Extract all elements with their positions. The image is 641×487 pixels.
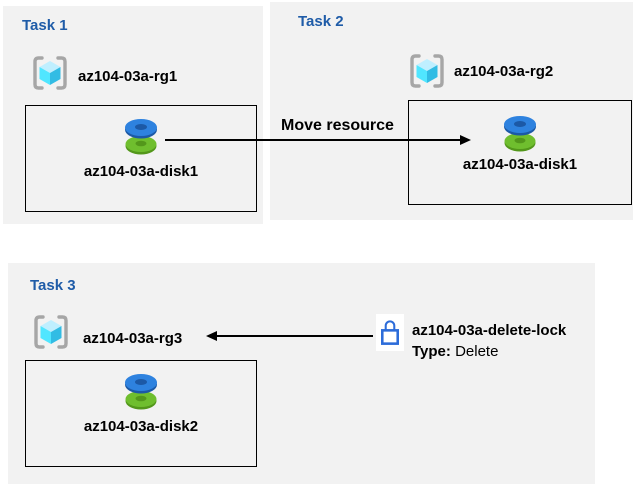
- move-resource-arrow-line: [165, 139, 461, 141]
- disk-icon: [504, 116, 536, 152]
- disk-label: az104-03a-disk1: [83, 163, 199, 180]
- task3-panel: Task 3 az104-03a-rg3 az104-03a-disk2: [8, 263, 595, 484]
- resource-group-icon: [410, 54, 444, 88]
- task3-resource-box: az104-03a-disk2: [25, 360, 257, 467]
- resource-group-label: az104-03a-rg1: [78, 68, 178, 85]
- task1-panel: Task 1 az104-03a-rg1 az104-03a-disk1: [3, 6, 263, 224]
- task2-resource-box: az104-03a-disk1: [408, 100, 632, 205]
- resource-group-label: az104-03a-rg3: [83, 330, 183, 347]
- resource-group-icon: [33, 56, 67, 90]
- delete-lock-badge: [376, 314, 404, 351]
- lock-icon: [381, 320, 399, 345]
- task1-title: Task 1: [22, 17, 68, 34]
- delete-lock-type: Type: Delete: [412, 341, 566, 362]
- lock-arrow-line: [216, 335, 373, 337]
- task2-title: Task 2: [298, 13, 344, 30]
- task2-panel: Task 2 az104-03a-rg2 az104-03a-disk1: [270, 2, 633, 220]
- task1-resource-box: az104-03a-disk1: [25, 105, 257, 212]
- disk-label: az104-03a-disk2: [83, 418, 199, 435]
- resource-group-label: az104-03a-rg2: [454, 63, 554, 80]
- move-resource-label: Move resource: [281, 117, 394, 134]
- lock-type-label: Type:: [412, 343, 451, 360]
- lock-type-value: Delete: [455, 343, 499, 360]
- resource-group-icon: [34, 315, 68, 349]
- disk-icon: [125, 374, 157, 410]
- disk-label: az104-03a-disk1: [462, 156, 578, 173]
- delete-lock-name: az104-03a-delete-lock: [412, 322, 567, 339]
- delete-lock-text: az104-03a-delete-lock Type: Delete: [412, 320, 566, 362]
- disk-icon: [125, 119, 157, 155]
- task3-title: Task 3: [30, 277, 76, 294]
- lock-arrowhead: [206, 331, 217, 341]
- move-resource-arrowhead: [460, 135, 471, 145]
